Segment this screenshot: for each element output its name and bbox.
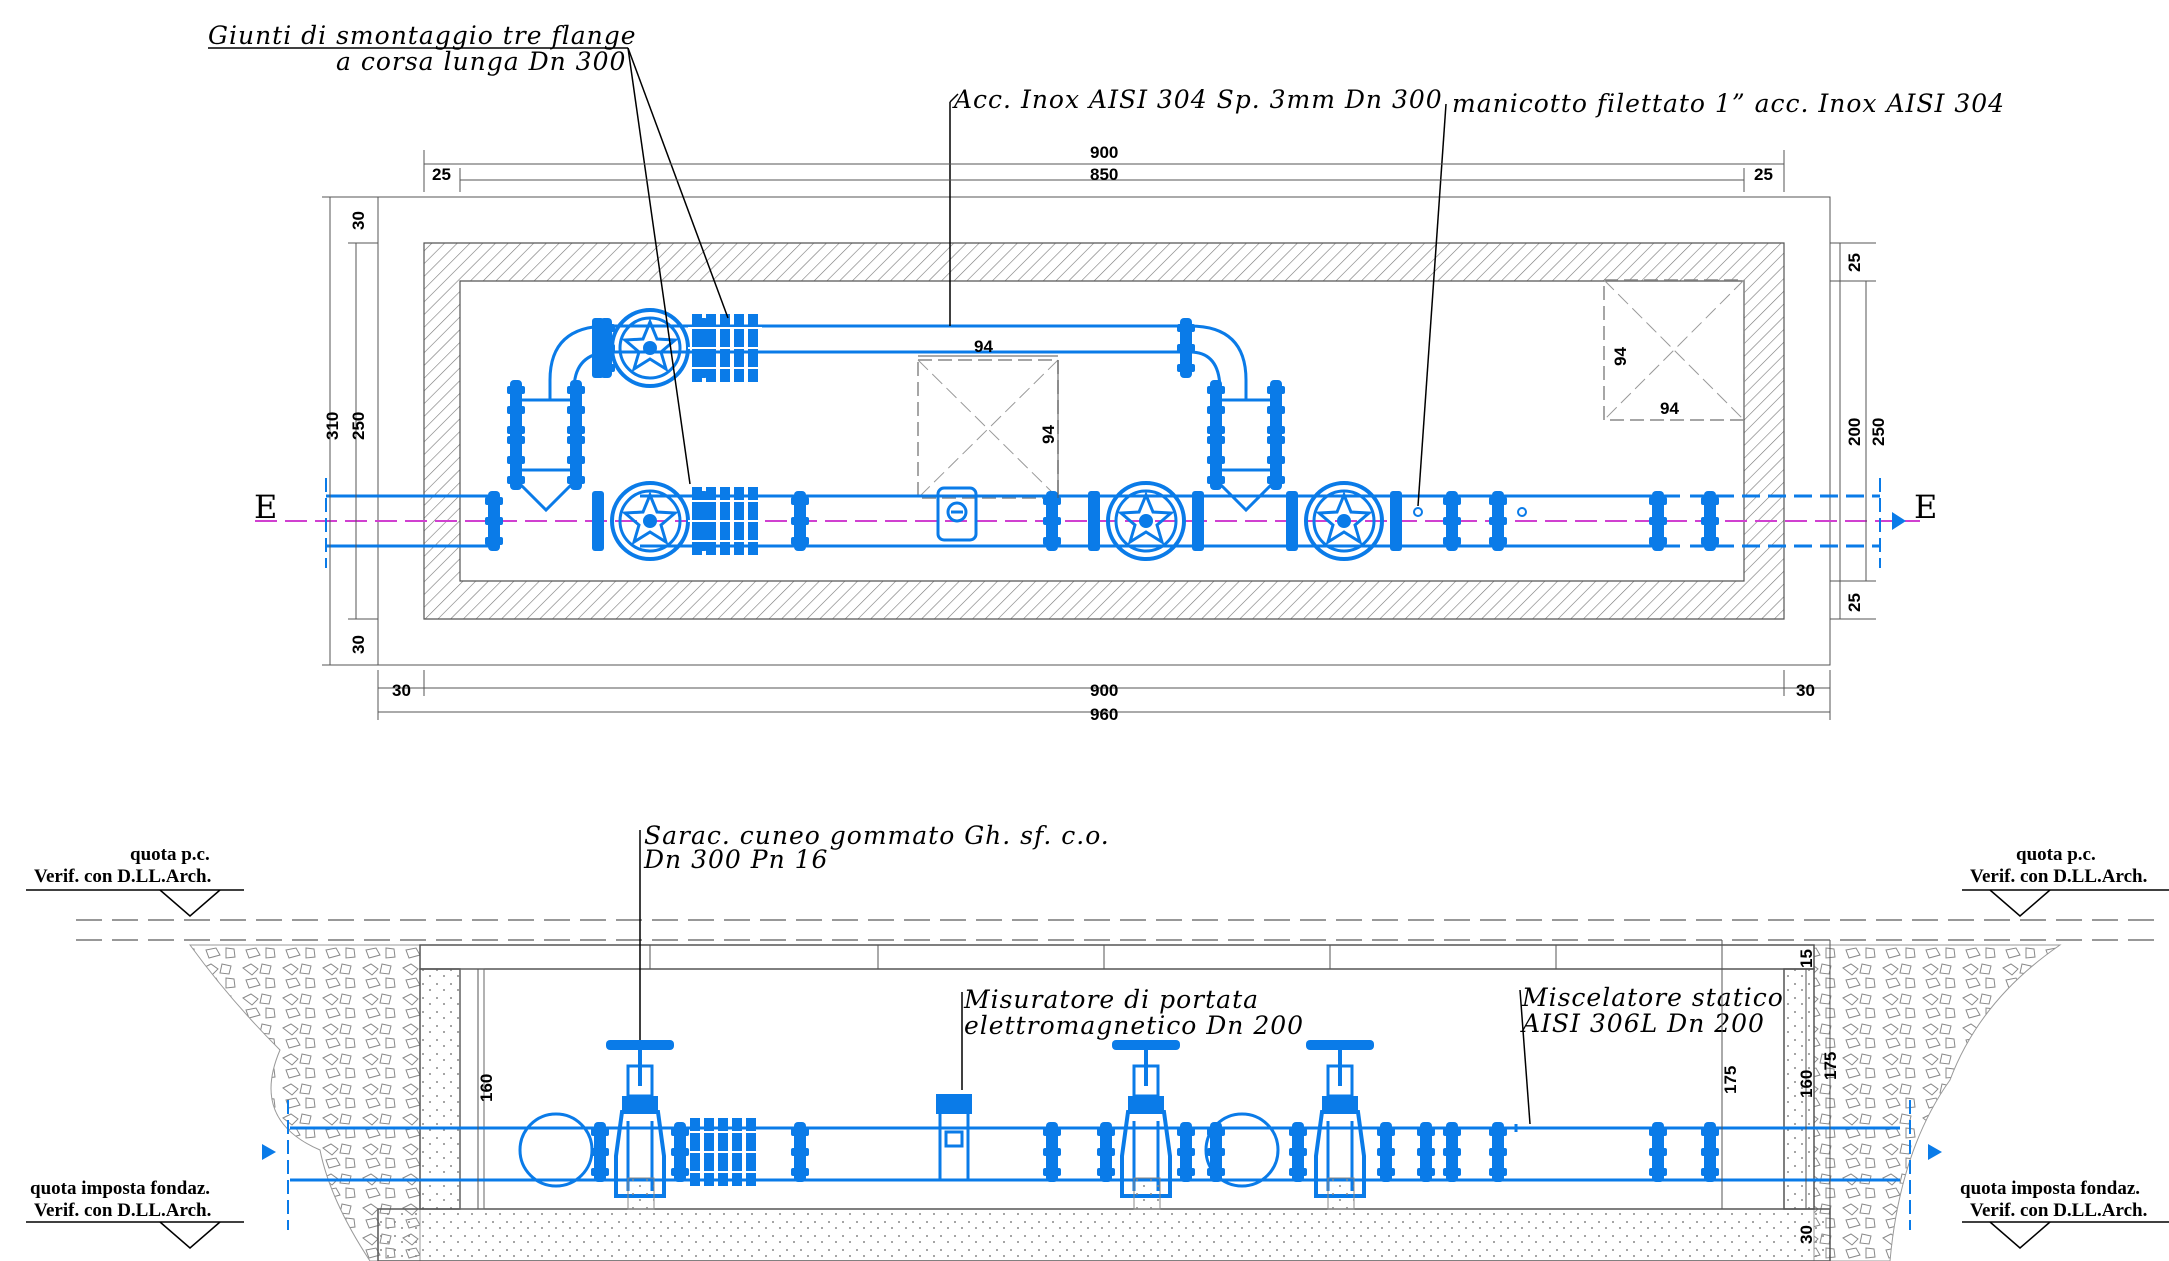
note-sarac-line2: Dn 300 Pn 16	[643, 845, 828, 874]
level-fondaz-left: quota imposta fondaz.	[30, 1178, 210, 1199]
dim-94-manhole2-h: 94	[1660, 399, 1679, 418]
section-marker-left: E	[254, 488, 277, 526]
dim-200-right: 200	[1845, 418, 1864, 446]
dim-960-bottom: 960	[1090, 705, 1118, 724]
dim-94-manhole2-v: 94	[1611, 347, 1630, 366]
dim-30-bottom-right: 30	[1796, 681, 1815, 700]
note-manicotto: manicotto filettato 1” acc. Inox AISI 30…	[1452, 89, 2005, 118]
section-marker-right: E	[1914, 488, 1937, 526]
dim-310-left: 310	[323, 412, 342, 440]
dim-25-top-right: 25	[1754, 165, 1773, 184]
note-giunti-line2: a corsa lunga Dn 300	[336, 47, 626, 76]
note-miscelatore-line2: AISI 306L Dn 200	[1520, 1009, 1765, 1038]
note-misuratore-line2: elettromagnetico Dn 200	[964, 1011, 1304, 1040]
dim-25-top-left: 25	[432, 165, 451, 184]
dim-250-left: 250	[349, 412, 368, 440]
dim-175-right: 175	[1821, 1052, 1840, 1080]
plan-view: E E Giunti di smontaggio tre flange a co…	[208, 21, 2005, 724]
section-view: Sarac. cuneo gommato Gh. sf. c.o. Dn 300…	[26, 821, 2169, 1261]
level-fondaz-verif-right: Verif. con D.LL.Arch.	[1970, 1200, 2147, 1221]
level-pc-left: quota p.c.	[130, 844, 210, 865]
dim-250-right: 250	[1869, 418, 1888, 446]
dim-30-bottom-left: 30	[392, 681, 411, 700]
note-miscelatore-line1: Miscelatore statico	[1521, 983, 1784, 1012]
dim-900-top: 900	[1090, 143, 1118, 162]
level-pc-verif-right: Verif. con D.LL.Arch.	[1970, 866, 2147, 887]
dim-25-right-bottom: 25	[1845, 593, 1864, 612]
note-giunti-line1: Giunti di smontaggio tre flange	[208, 21, 637, 50]
note-acc-inox: Acc. Inox AISI 304 Sp. 3mm Dn 300	[952, 85, 1443, 114]
dim-160-right: 160	[1797, 1070, 1816, 1098]
dim-30-right-section: 30	[1797, 1225, 1816, 1244]
dim-94-manhole1-h: 94	[974, 337, 993, 356]
dim-900-bottom: 900	[1090, 681, 1118, 700]
dim-30-left-top: 30	[349, 211, 368, 230]
dim-175-inner: 175	[1721, 1066, 1740, 1094]
level-pc-right: quota p.c.	[2016, 844, 2096, 865]
dim-25-right-top: 25	[1845, 253, 1864, 272]
level-fondaz-right: quota imposta fondaz.	[1960, 1178, 2140, 1199]
level-pc-verif-left: Verif. con D.LL.Arch.	[34, 866, 211, 887]
dim-15-right: 15	[1797, 949, 1816, 968]
dim-30-left-bottom: 30	[349, 635, 368, 654]
note-misuratore-line1: Misuratore di portata	[963, 985, 1259, 1014]
note-sarac-line1: Sarac. cuneo gommato Gh. sf. c.o.	[644, 821, 1110, 850]
level-fondaz-verif-left: Verif. con D.LL.Arch.	[34, 1200, 211, 1221]
dim-94-manhole1-v: 94	[1039, 425, 1058, 444]
dim-160-left: 160	[477, 1074, 496, 1102]
dim-850-top: 850	[1090, 165, 1118, 184]
